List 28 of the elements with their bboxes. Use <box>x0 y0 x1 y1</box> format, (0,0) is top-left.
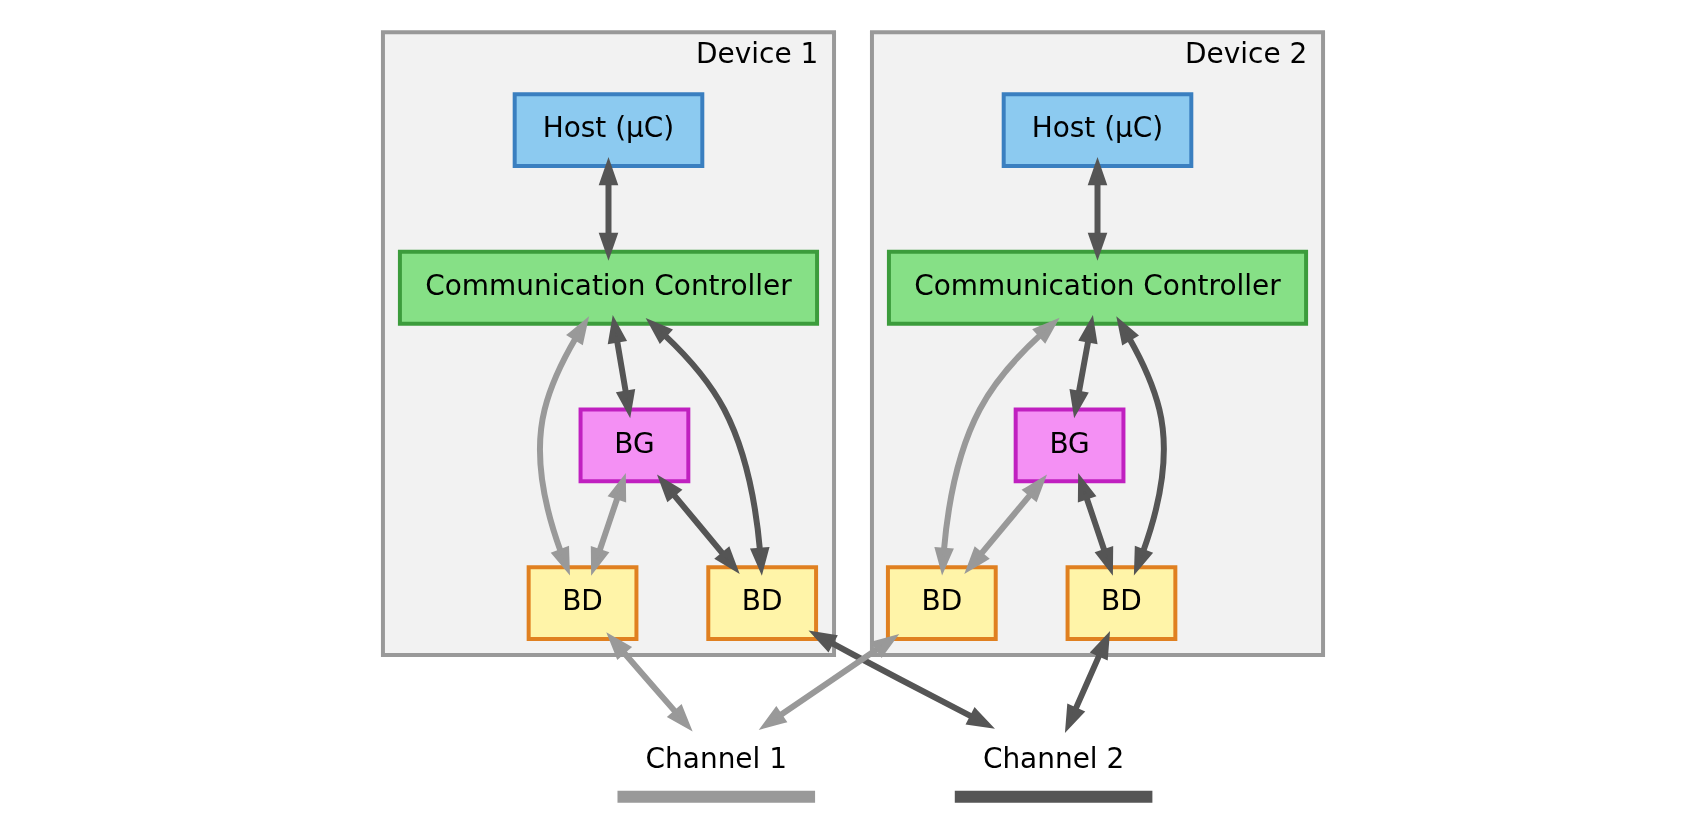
arrow <box>808 630 995 729</box>
arrow <box>590 472 626 576</box>
node-box: BD <box>705 565 818 642</box>
node-box: BG <box>578 407 690 484</box>
node-box: BG <box>1013 407 1125 484</box>
arrow <box>536 316 589 576</box>
node-text: Channel 2 <box>982 742 1124 776</box>
arrow <box>963 474 1047 575</box>
arrow <box>1068 314 1098 419</box>
arrow <box>1077 472 1113 576</box>
node-box: Host (μC) <box>1001 92 1193 168</box>
arrow <box>645 317 770 576</box>
arrow <box>607 314 635 419</box>
node-box: BD <box>1065 565 1177 642</box>
arrow <box>656 474 740 575</box>
node-box: Communication Controller <box>886 249 1308 326</box>
node-box: Communication Controller <box>397 249 819 326</box>
arrow <box>1064 630 1110 734</box>
node-box: BD <box>885 565 998 642</box>
arrow <box>598 157 618 261</box>
arrow <box>1087 157 1107 261</box>
node-box: Host (μC) <box>512 92 704 168</box>
arrow <box>758 634 899 730</box>
arrow <box>605 632 693 732</box>
node-box: BD <box>526 565 638 642</box>
node-text: Channel 1 <box>645 742 787 776</box>
arrow <box>933 317 1060 576</box>
arrow <box>1115 316 1167 576</box>
